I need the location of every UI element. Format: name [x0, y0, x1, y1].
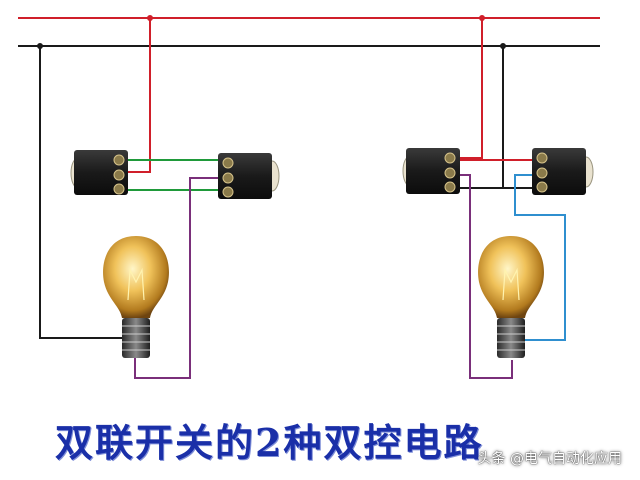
- right-neutral-junction: [500, 43, 506, 49]
- double-switch-a: [70, 150, 128, 195]
- left-neutral-wire: [39, 46, 122, 339]
- left-live-junction: [147, 15, 153, 21]
- light-bulb: [103, 236, 169, 358]
- right-live-drop: [458, 18, 483, 159]
- light-bulb: [478, 236, 544, 358]
- double-switch-b: [218, 153, 280, 199]
- left-circuit: [37, 15, 280, 379]
- left-neutral-junction: [37, 43, 43, 49]
- right-circuit: [402, 15, 594, 379]
- double-switch-b: [532, 148, 594, 195]
- source-watermark: 头条 @电气自动化应用: [477, 451, 622, 467]
- left-live-drop: [127, 18, 151, 173]
- diagram-caption: 双联开关的2种双控电路: [55, 420, 484, 465]
- right-neutral-drop: [458, 46, 504, 189]
- double-switch-a: [402, 148, 460, 194]
- right-return-wire: [514, 174, 566, 341]
- right-switched-wire: [458, 174, 513, 379]
- right-live-junction: [479, 15, 485, 21]
- left-switched-wire: [134, 177, 220, 379]
